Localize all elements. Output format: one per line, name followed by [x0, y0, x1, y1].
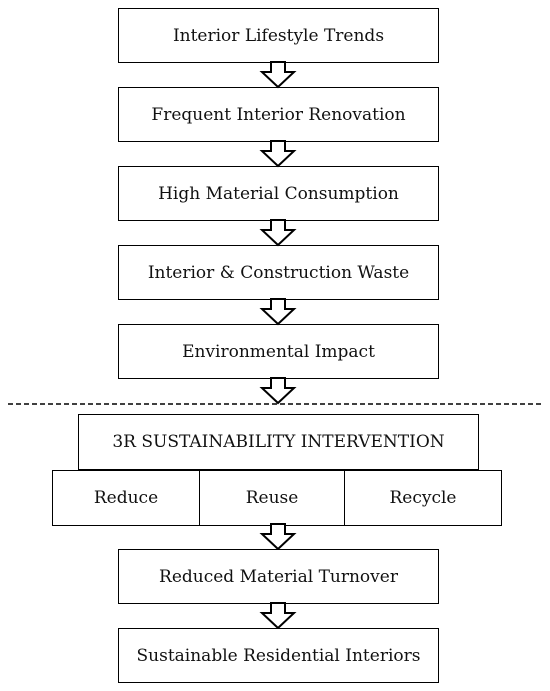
step-interior-construction-waste: Interior & Construction Waste	[118, 245, 439, 300]
intervention-title: 3R SUSTAINABILITY INTERVENTION	[78, 414, 479, 470]
option-recycle: Recycle	[344, 470, 502, 526]
dashed-divider	[8, 403, 544, 405]
down-arrow-icon	[259, 377, 297, 405]
down-arrow-icon	[259, 61, 297, 89]
step-high-material-consumption: High Material Consumption	[118, 166, 439, 221]
option-reduce: Reduce	[52, 470, 200, 526]
down-arrow-icon	[259, 219, 297, 247]
outcome-sustainable-residential-interiors: Sustainable Residential Interiors	[118, 628, 439, 683]
option-reuse: Reuse	[199, 470, 345, 526]
step-environmental-impact: Environmental Impact	[118, 324, 439, 379]
down-arrow-icon	[259, 140, 297, 168]
down-arrow-icon	[259, 523, 297, 551]
step-frequent-interior-renovation: Frequent Interior Renovation	[118, 87, 439, 142]
outcome-reduced-material-turnover: Reduced Material Turnover	[118, 549, 439, 604]
down-arrow-icon	[259, 298, 297, 326]
down-arrow-icon	[259, 602, 297, 630]
step-interior-lifestyle-trends: Interior Lifestyle Trends	[118, 8, 439, 63]
